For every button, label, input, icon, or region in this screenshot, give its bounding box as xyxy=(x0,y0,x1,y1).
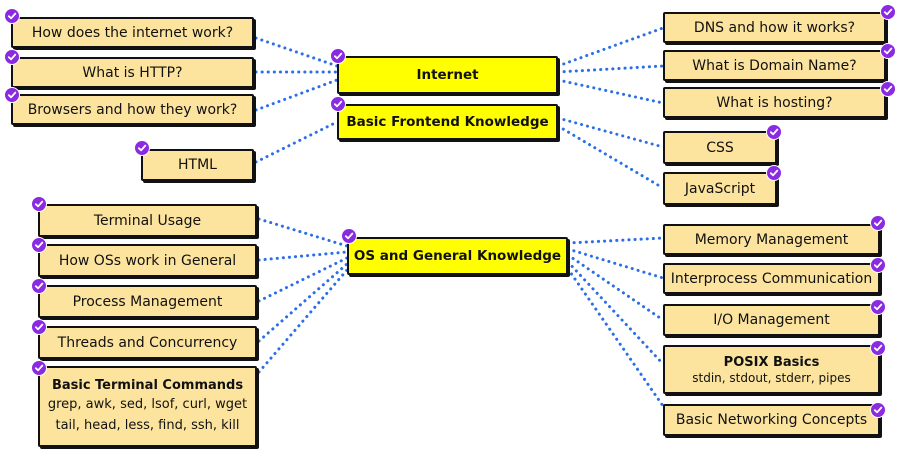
topic-os-general-knowledge[interactable]: OS and General Knowledge xyxy=(347,237,568,275)
posix-subtitle: stdin, stdout, stderr, pipes xyxy=(692,370,851,385)
subtopic-domain-name[interactable]: What is Domain Name? xyxy=(663,50,886,81)
subtopic-terminal-usage[interactable]: Terminal Usage xyxy=(38,204,257,237)
subtopic-io-management[interactable]: I/O Management xyxy=(663,304,880,336)
connector-line xyxy=(254,120,339,164)
check-circle-icon xyxy=(870,299,886,315)
subtopic-how-oss-work[interactable]: How OSs work in General xyxy=(38,244,257,277)
subtopic-javascript[interactable]: JavaScript xyxy=(663,172,777,205)
subtopic-css[interactable]: CSS xyxy=(663,131,777,164)
subtopic-basic-networking[interactable]: Basic Networking Concepts xyxy=(663,404,880,436)
connector-line xyxy=(556,116,665,149)
connector-line xyxy=(257,262,349,343)
check-circle-icon xyxy=(870,257,886,273)
check-circle-icon xyxy=(31,319,47,335)
terminal-commands-title: Basic Terminal Commands xyxy=(51,378,244,393)
connector-line xyxy=(254,36,339,68)
check-circle-icon xyxy=(880,81,896,97)
connector-line xyxy=(556,26,665,68)
connector-line xyxy=(556,78,665,105)
subtopic-hosting[interactable]: What is hosting? xyxy=(663,87,886,118)
check-circle-icon xyxy=(880,43,896,59)
subtopic-browsers[interactable]: Browsers and how they work? xyxy=(11,94,254,125)
subtopic-threads-concurrency[interactable]: Threads and Concurrency xyxy=(38,326,257,359)
subtopic-posix-basics[interactable]: POSIX Basics stdin, stdout, stderr, pipe… xyxy=(663,345,880,394)
terminal-commands-line-2: tail, head, less, find, ssh, kill xyxy=(55,418,240,433)
check-circle-icon xyxy=(880,4,896,20)
check-circle-icon xyxy=(134,140,150,156)
connector-line xyxy=(257,268,349,374)
check-circle-icon xyxy=(31,278,47,294)
connector-line xyxy=(566,236,665,245)
subtopic-how-internet-works[interactable]: How does the internet work? xyxy=(11,17,254,48)
check-circle-icon xyxy=(4,87,20,103)
check-circle-icon xyxy=(31,237,47,253)
connector-line xyxy=(257,256,349,303)
check-circle-icon xyxy=(870,340,886,356)
check-circle-icon xyxy=(4,8,20,24)
check-circle-icon xyxy=(31,360,47,376)
topic-basic-frontend-knowledge[interactable]: Basic Frontend Knowledge xyxy=(337,104,558,140)
connector-line xyxy=(566,247,665,280)
check-circle-icon xyxy=(330,48,346,64)
check-circle-icon xyxy=(330,96,346,112)
check-circle-icon xyxy=(766,165,782,181)
connector-line xyxy=(556,124,665,190)
check-circle-icon xyxy=(766,124,782,140)
check-circle-icon xyxy=(870,215,886,231)
subtopic-dns[interactable]: DNS and how it works? xyxy=(663,12,886,43)
subtopic-memory-management[interactable]: Memory Management xyxy=(663,224,880,255)
topic-internet[interactable]: Internet xyxy=(337,56,558,94)
check-circle-icon xyxy=(341,228,357,244)
terminal-commands-line-1: grep, awk, sed, lsof, curl, wget xyxy=(47,397,248,412)
connector-line xyxy=(257,217,349,248)
subtopic-html[interactable]: HTML xyxy=(141,149,254,181)
subtopic-what-is-http[interactable]: What is HTTP? xyxy=(11,57,254,88)
connector-line xyxy=(254,78,339,112)
posix-title: POSIX Basics xyxy=(723,354,820,370)
connector-line xyxy=(566,260,665,366)
check-circle-icon xyxy=(870,402,886,418)
check-circle-icon xyxy=(31,196,47,212)
connector-line xyxy=(566,253,665,322)
subtopic-process-management[interactable]: Process Management xyxy=(38,285,257,318)
subtopic-basic-terminal-commands[interactable]: Basic Terminal Commands grep, awk, sed, … xyxy=(38,366,257,447)
connector-line xyxy=(257,250,349,262)
subtopic-interprocess-communication[interactable]: Interprocess Communication xyxy=(663,263,880,294)
connector-line xyxy=(556,64,665,74)
check-circle-icon xyxy=(4,49,20,65)
connector-line xyxy=(566,267,665,408)
